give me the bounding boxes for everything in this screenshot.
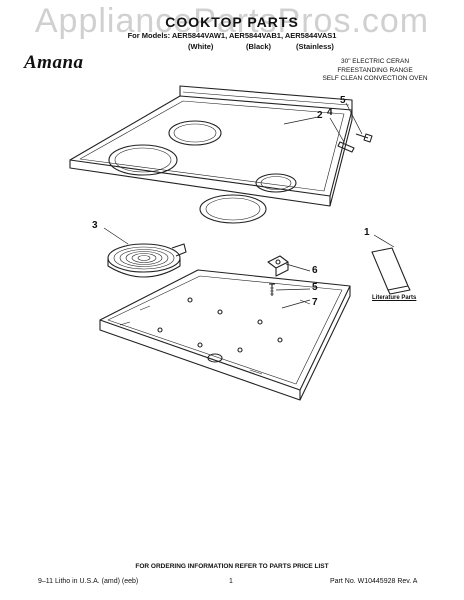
description-line: FREESTANDING RANGE — [337, 66, 413, 74]
radiant-surface-element — [107, 243, 187, 278]
mounting-bracket — [267, 255, 289, 277]
description-line: 30" ELECTRIC CERAN — [340, 58, 410, 65]
litho-note: 9–11 Litho in U.S.A. (amd) (eeb) — [38, 578, 139, 585]
callout-4: 4 — [327, 107, 333, 118]
cooktop-glass-top — [69, 85, 353, 224]
literature-parts — [371, 247, 411, 295]
callout-5-mid: 5 — [312, 282, 318, 293]
callout-1: 1 — [364, 227, 370, 238]
page-title: COOKTOP PARTS — [165, 14, 299, 30]
ordering-note: FOR ORDERING INFORMATION REFER TO PARTS … — [135, 563, 329, 570]
literature-parts-label: Literature Parts — [372, 295, 417, 301]
callout-2: 2 — [317, 110, 323, 121]
model-numbers: For Models: AER5844VAW1, AER5844VAB1, AE… — [127, 31, 337, 40]
callout-6: 6 — [312, 265, 318, 276]
callout-7: 7 — [312, 297, 318, 308]
callout-3: 3 — [92, 220, 98, 231]
brand-logo: Amana — [24, 52, 84, 73]
page-number: 1 — [229, 578, 233, 585]
product-description: 30" ELECTRIC CERAN FREESTANDING RANGE SE… — [300, 58, 450, 84]
part-number: Part No. W10445928 Rev. A — [330, 578, 418, 585]
color-stainless-label: (Stainless) — [296, 42, 334, 51]
description-line: SELF CLEAN CONVECTION OVEN — [322, 75, 428, 82]
watermark: AppliancePartsPros.com — [34, 2, 430, 40]
callout-5-top: 5 — [340, 95, 346, 106]
color-black-label: (Black) — [246, 42, 272, 51]
main-top-frame — [99, 269, 351, 401]
color-white-label: (White) — [188, 42, 214, 51]
clip-and-screw — [337, 133, 373, 153]
bracket-screw — [269, 283, 275, 296]
